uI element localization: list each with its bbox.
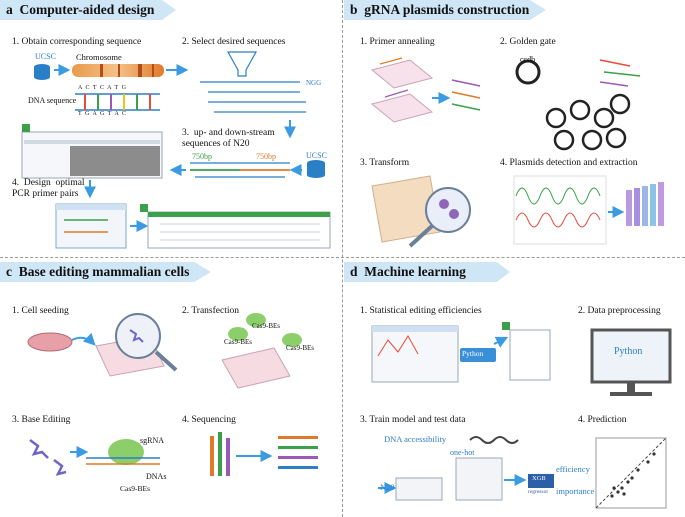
dna-sequence-illustration — [75, 93, 160, 111]
ucsc-database-icon-2 — [307, 160, 325, 178]
horizontal-divider — [0, 257, 685, 258]
panel-d-banner: d Machine learning — [344, 262, 510, 282]
golden-gate-plasmids — [515, 59, 641, 151]
python-button — [460, 348, 496, 362]
ngg-label: NGG — [306, 79, 322, 87]
panel-c-step-2: 2. Transfection — [182, 306, 239, 316]
ucsc-database-icon-1 — [34, 64, 50, 80]
panel-b-banner: b gRNA plasmids construction — [344, 0, 546, 20]
bp-right-label: 750bp — [256, 152, 276, 161]
bp-left-label: 750bp — [192, 152, 212, 161]
panel-a-step-3: 3. up- and down-stream sequences of N20 — [182, 128, 275, 149]
panel-d-step-3: 3. Train model and test data — [360, 415, 466, 425]
prediction-scatter-plot — [595, 437, 667, 509]
cas9-label-1: Cas9-BEs — [224, 338, 252, 346]
importance-label: importance — [556, 486, 595, 496]
spreadsheet-screenshot — [21, 124, 163, 179]
panel-b-title: gRNA plasmids construction — [364, 2, 530, 17]
arrow-icon — [493, 336, 509, 348]
panel-c-step-1: 1. Cell seeding — [12, 306, 69, 316]
dnas-label: DNAs — [146, 472, 167, 481]
plasmid-tubes — [626, 182, 664, 226]
chromosome-label: Chromosome — [76, 52, 122, 62]
panel-a-title: Computer-aided design — [19, 2, 155, 17]
panel-a-step-1: 1. Obtain corresponding sequence — [12, 37, 142, 47]
panel-b-letter: b — [350, 2, 358, 17]
ucsc-label-2: UCSC — [306, 151, 327, 160]
cell-seeding-illustration — [27, 313, 178, 377]
dna-sequence-label: DNA sequence — [28, 96, 77, 105]
monitor-icon — [590, 328, 672, 396]
panel-a-banner: a Computer-aided design — [0, 0, 176, 20]
panel-c-step-3: 3. Base Editing — [12, 415, 71, 425]
base-editing-illustration — [29, 439, 160, 476]
panel-d-letter: d — [350, 264, 358, 279]
panel-c-title: Base editing mammalian cells — [18, 264, 190, 279]
panel-b-step-2: 2. Golden gate — [500, 37, 556, 47]
primer-table-screenshot — [140, 204, 331, 249]
flanking-sequences-illustration — [190, 162, 290, 178]
panel-a-letter: a — [6, 2, 13, 17]
transfection-illustration — [221, 313, 302, 389]
chromosome-illustration — [72, 64, 164, 77]
panel-d-step-4: 4. Prediction — [578, 415, 627, 425]
panel-a-step-4: 4. Design optimal PCR primer pairs — [12, 178, 85, 199]
xgb-label: XGB — [532, 475, 546, 482]
selected-sequences-illustration — [200, 51, 306, 113]
efficiency-window — [371, 325, 459, 383]
regressor-label: regressor — [528, 489, 549, 495]
n20-label: N20 — [380, 482, 395, 492]
dna-sequence-bottom: T G A G T A C — [78, 111, 128, 117]
sgrna-label: sgRNA — [140, 436, 165, 445]
dna-sequence-top: A C T C A T G — [78, 85, 127, 91]
efficiency-label: efficiency — [556, 464, 590, 474]
panel-c-banner: c Base editing mammalian cells — [0, 262, 211, 282]
cas9-label-4: Cas9-BEs — [120, 484, 150, 493]
cas9-label-3: Cas9-BEs — [286, 344, 314, 352]
sequencing-results — [210, 432, 318, 476]
panel-b-step-4: 4. Plasmids detection and extraction — [500, 158, 638, 168]
panel-d-step-1: 1. Statistical editing efficiencies — [360, 306, 482, 316]
python-label-1: Python — [462, 349, 484, 358]
python-label-2: Python — [614, 346, 643, 357]
ucsc-label-1: UCSC — [35, 52, 56, 61]
panel-c-letter: c — [6, 264, 12, 279]
panel-a-step-2: 2. Select desired sequences — [182, 37, 286, 47]
primer-annealing-plates — [370, 57, 434, 123]
panel-d-title: Machine learning — [364, 264, 466, 279]
dna-accessibility-label: DNA accessibility — [384, 434, 447, 444]
primer-design-window — [55, 203, 127, 249]
vertical-divider — [342, 0, 343, 517]
panel-b-step-3: 3. Transform — [360, 158, 410, 168]
one-hot-label: one-hot — [450, 448, 475, 457]
panel-c-step-4: 4. Sequencing — [182, 415, 236, 425]
excel-table — [502, 322, 551, 381]
annealed-primers — [451, 79, 481, 111]
model-training-illustration — [395, 436, 554, 501]
sequencing-chromatograms — [513, 175, 607, 245]
cas9-label-2: Cas9-BEs — [252, 322, 280, 330]
panel-b-step-1: 1. Primer annealing — [360, 37, 435, 47]
panel-d-step-2: 2. Data preprocessing — [578, 306, 661, 316]
arrow-icon — [71, 332, 96, 346]
transform-plate — [371, 175, 471, 248]
ccdb-label: ccdb — [520, 55, 536, 64]
